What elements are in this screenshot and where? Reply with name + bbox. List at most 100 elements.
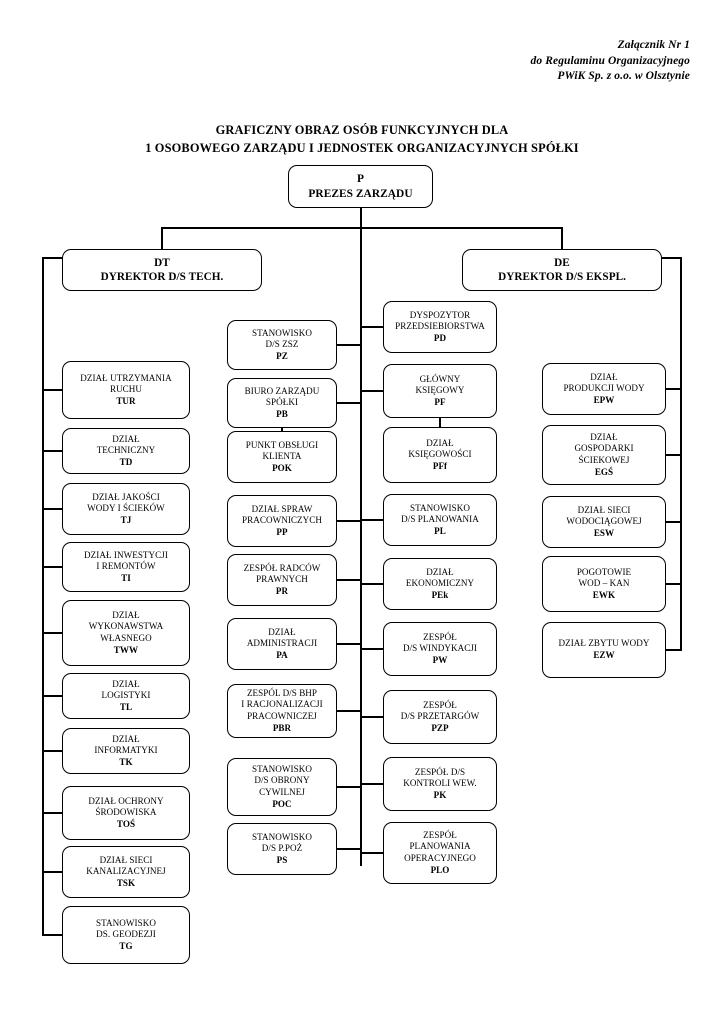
node-code: PW	[432, 654, 448, 665]
stub-dt-4	[42, 632, 62, 634]
node-code: P	[356, 172, 364, 185]
stub-p-right-8	[359, 852, 383, 854]
spine-vertical-de	[680, 257, 682, 650]
node-line: RUCHU	[109, 384, 143, 395]
node-line: D/S PLANOWANIA	[401, 514, 479, 525]
node-line: TECHNICZNY	[96, 445, 156, 456]
node-line: DZIAŁ SIECI	[99, 854, 153, 865]
node-line: DZIAŁ ZBYTU WODY	[558, 638, 650, 649]
node-line: WOD – KAN	[578, 578, 630, 589]
node-line: WODOCIĄGOWEJ	[566, 516, 642, 527]
node-code: TG	[119, 940, 133, 951]
spine-top-connector-dt	[42, 257, 62, 259]
node-line: ZESPÓŁ	[423, 829, 457, 840]
node-code: TUR	[116, 395, 136, 406]
node-line: DYSPOZYTOR	[409, 309, 471, 320]
node-line: CYWILNEJ	[259, 787, 305, 797]
node-line: D/S ZSZ	[265, 339, 299, 350]
stub-p-left-3	[337, 520, 362, 522]
node-line: EKONOMICZNY	[405, 578, 475, 589]
node-line: D/S P.POŻ	[261, 843, 303, 854]
stub-p-left-7	[337, 786, 362, 788]
node-line: SPÓŁKI	[265, 397, 299, 408]
trunk-vertical-main	[359, 208, 362, 866]
stub-p-right-6	[359, 716, 383, 718]
node-line: KSIĘGOWY	[415, 385, 465, 396]
sub-link-pok	[281, 428, 283, 431]
node-line: DZIAŁ	[426, 566, 454, 577]
node-line: DZIAŁ	[268, 626, 296, 637]
node-code: TK	[119, 756, 133, 767]
header-line-3: PWiK Sp. z o.o. w Olsztynie	[557, 70, 690, 82]
node-line: ZESPÓL D/S BHP	[246, 687, 318, 698]
node-line: DZIAŁ JAKOŚCI	[92, 491, 160, 502]
node-line: D/S WINDYKACJI	[402, 643, 478, 654]
stub-dt-0	[42, 389, 62, 391]
node-code: PLO	[430, 864, 450, 875]
node-line: DYREKTOR D/S TECH.	[100, 271, 224, 283]
node-line: GOSPODARKI	[574, 443, 634, 454]
node-code: EWK	[592, 589, 616, 600]
node-code: PD	[433, 332, 447, 343]
node-code: PEk	[431, 589, 449, 600]
stub-p-right-7	[359, 783, 383, 785]
node-line: DZIAŁ	[590, 371, 618, 382]
node-line: STANOWISKO	[252, 831, 312, 842]
stub-p-left-4	[337, 579, 362, 581]
node-line: KONTROLI WEW.	[403, 778, 477, 789]
node-code: EPW	[593, 394, 615, 405]
node-code: TD	[119, 456, 133, 467]
page-title: GRAFICZNY OBRAZ OSÓB FUNKCYJNYCH DLA 1 O…	[0, 121, 724, 157]
